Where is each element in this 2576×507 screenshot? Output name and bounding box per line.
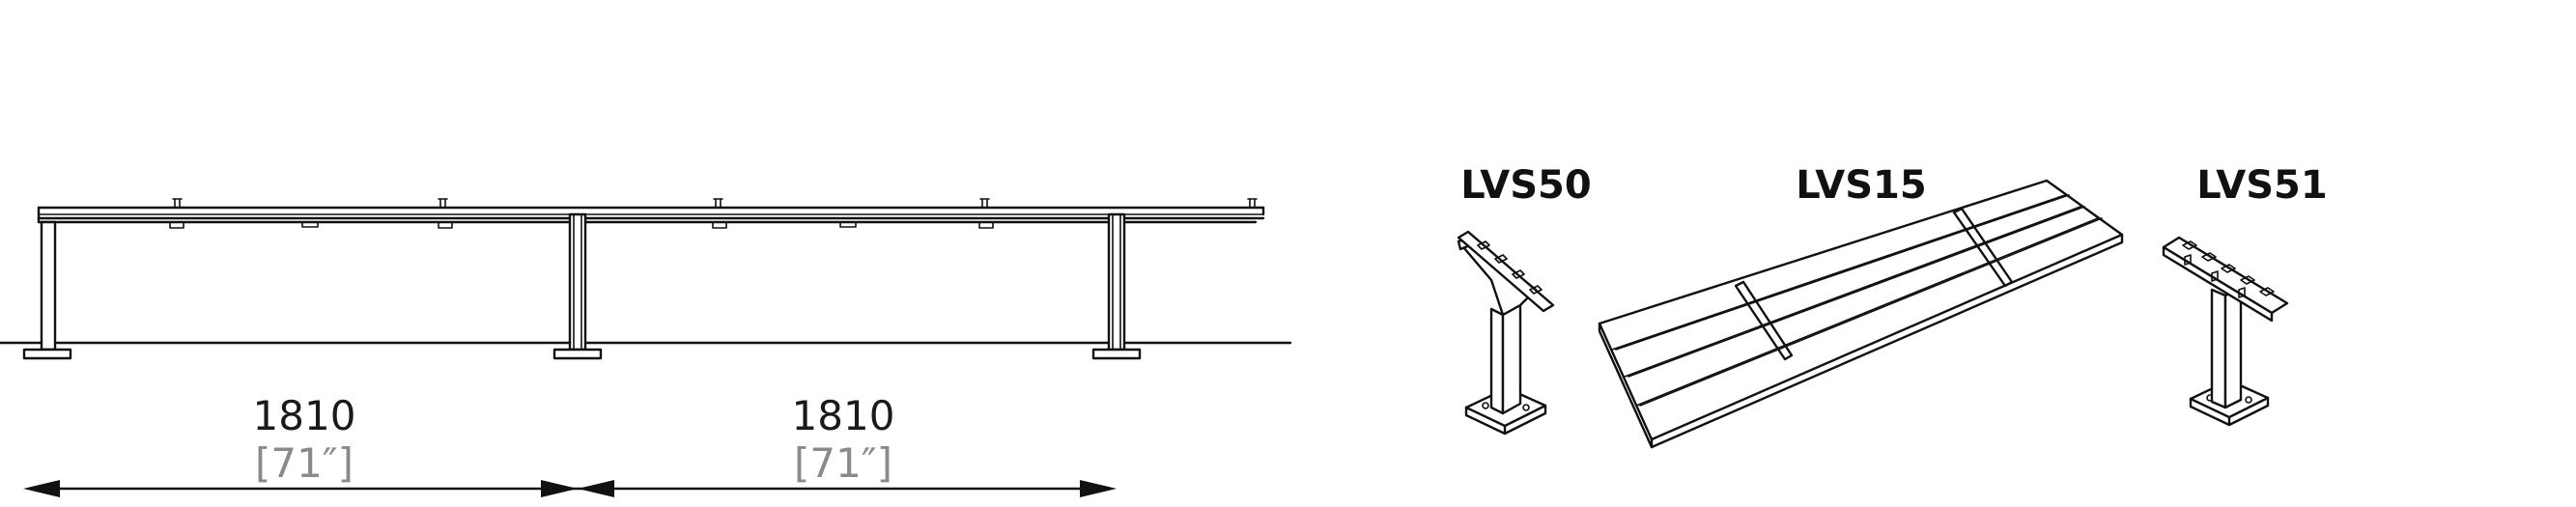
product-label-lvs51: LVS51 [2196,163,2327,208]
bench-leg-3 [1091,212,1142,360]
dimension-line [23,480,1117,497]
rail-brackets [169,221,994,229]
seat-fasteners [172,198,1258,209]
dimension-2-mm: 1810 [792,392,895,439]
lvs15-seat-panel [1598,179,2124,449]
dimension-1-mm: 1810 [253,392,356,439]
arrow-right-icon [541,480,578,497]
product-label-lvs50: LVS50 [1460,163,1591,208]
seat-rail [37,206,1265,224]
lvs50-end-leg [1457,230,1555,436]
bench-leg-2 [552,212,603,360]
arrow-left-icon [23,480,60,497]
product-label-lvs15: LVS15 [1796,163,1926,208]
dimension-1-inch: [71″] [255,439,354,487]
bench-leg-1 [22,220,72,360]
bench-side-elevation [0,198,1292,360]
arrow-left-icon [578,480,614,497]
lvs51-middle-leg [2162,236,2289,427]
arrow-right-icon [1080,480,1117,497]
dimension-2-inch: [71″] [794,439,892,487]
